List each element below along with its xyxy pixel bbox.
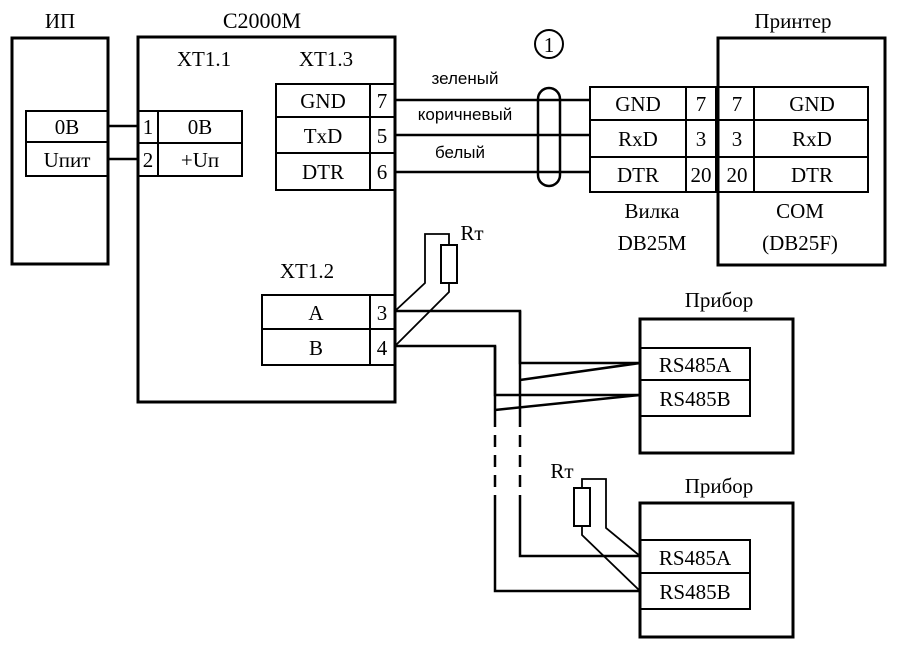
device-1-title: Прибор [685, 288, 754, 312]
cable-wire-brown-label: коричневый [418, 105, 512, 124]
printer-block: Принтер 7 3 20 GND RxD DTR COM (DB25F) [716, 9, 887, 267]
controller-block: С2000М XT1.1 1 2 0В +Uп XT1.3 GND TxD DT… [136, 8, 397, 404]
printer-signal-rxd: RxD [792, 127, 832, 151]
printer-port-caption: COM [776, 199, 824, 223]
resistor-2-label: Rт [550, 459, 573, 483]
bus-link-b-down [494, 393, 641, 412]
plug-pin-20: 20 [691, 163, 712, 187]
printer-connector-caption: (DB25F) [762, 231, 838, 255]
plug-caption-model: DB25M [618, 231, 687, 255]
xt12-signal-a: A [308, 301, 324, 325]
cable-wire-white-label: белый [435, 143, 485, 162]
connector-xt12-label: XT1.2 [280, 259, 334, 283]
controller-title: С2000М [223, 8, 301, 33]
xt12-pin-3: 3 [377, 301, 388, 325]
printer-title: Принтер [754, 9, 831, 33]
resistor-2-lead-a [581, 478, 641, 557]
xt13-pin-7: 7 [377, 89, 388, 113]
psu-terminal-upit-label: Uпит [44, 148, 91, 172]
device-2: Прибор RS485A RS485B [638, 474, 795, 639]
xt11-pin1: 1 [143, 115, 154, 139]
bus-line-a-to-device2 [518, 500, 640, 558]
device-1-frame [638, 317, 795, 455]
device-1-rs485b-cell [639, 379, 751, 417]
power-wires [108, 124, 138, 161]
printer-dtr-cell [753, 156, 869, 193]
xt13-signal-dtr: DTR [302, 160, 344, 184]
xt11-signal-0v: 0В [188, 115, 213, 139]
device-1-terminal-a: RS485A [659, 353, 732, 377]
plug-pin-7: 7 [696, 92, 707, 116]
cable-wire-green-label: зеленый [432, 69, 499, 88]
controller-frame [136, 35, 397, 404]
printer-pin-3: 3 [732, 127, 743, 151]
cable-shield-ellipse [536, 86, 562, 188]
bus-line-b-to-device2 [493, 500, 640, 593]
cable-marker-number: 1 [544, 33, 555, 57]
device-1-terminal-b: RS485B [659, 387, 730, 411]
device-1: Прибор RS485A RS485B [638, 288, 795, 455]
xt12-pin-4: 4 [377, 336, 388, 360]
plug-pin-3: 3 [696, 127, 707, 151]
xt12-signal-b: B [309, 336, 323, 360]
printer-cable: зеленый коричневый белый 1 [395, 29, 590, 188]
plug-signal-dtr: DTR [617, 163, 659, 187]
resistor-1-label: Rт [460, 221, 483, 245]
terminator-resistor-1: Rт [394, 221, 484, 347]
xt13-signal-gnd: GND [300, 89, 346, 113]
db25m-plug: GND RxD DTR 7 3 20 Вилка DB25M [589, 86, 717, 255]
printer-pin-20: 20 [727, 163, 748, 187]
xt11-pin2: 2 [143, 148, 154, 172]
connector-xt11-label: XT1.1 [177, 47, 231, 71]
rs485-bus [395, 309, 641, 593]
bus-line-b-to-device1 [395, 344, 640, 397]
device-2-frame [638, 501, 795, 639]
device-2-terminal-a: RS485A [659, 546, 732, 570]
power-supply-title: ИП [45, 9, 75, 33]
resistor-1-lead-a [394, 233, 450, 312]
psu-terminal-0v-label: 0В [55, 115, 80, 139]
power-supply-block: ИП 0В Uпит [10, 9, 110, 266]
plug-caption-type: Вилка [625, 199, 681, 223]
xt11-signal-up: +Uп [181, 148, 219, 172]
connector-xt13-label: XT1.3 [299, 47, 353, 71]
resistor-2-lead-b [581, 526, 641, 592]
printer-signal-gnd: GND [789, 92, 835, 116]
resistor-1-body [440, 244, 458, 284]
bus-link-a-down [519, 361, 641, 382]
terminator-resistor-2: Rт [550, 459, 641, 592]
printer-signal-dtr: DTR [791, 163, 833, 187]
device-2-title: Прибор [685, 474, 754, 498]
xt11-signal-up-cell [157, 142, 243, 177]
plug-pin20-cell [685, 156, 717, 193]
cable-marker-circle [534, 29, 564, 59]
device-2-terminal-b: RS485B [659, 580, 730, 604]
xt13-pin-6: 6 [377, 160, 388, 184]
xt13-pin-5: 5 [377, 124, 388, 148]
plug-signal-rxd: RxD [618, 127, 658, 151]
plug-signal-gnd: GND [615, 92, 661, 116]
device-2-rs485b-cell [639, 572, 751, 610]
resistor-1-lead-b [394, 283, 450, 347]
resistor-2-body [573, 487, 591, 527]
bus-line-a-to-device1 [395, 309, 640, 365]
xt13-signal-txd: TxD [304, 124, 343, 148]
printer-pin-7: 7 [732, 92, 743, 116]
